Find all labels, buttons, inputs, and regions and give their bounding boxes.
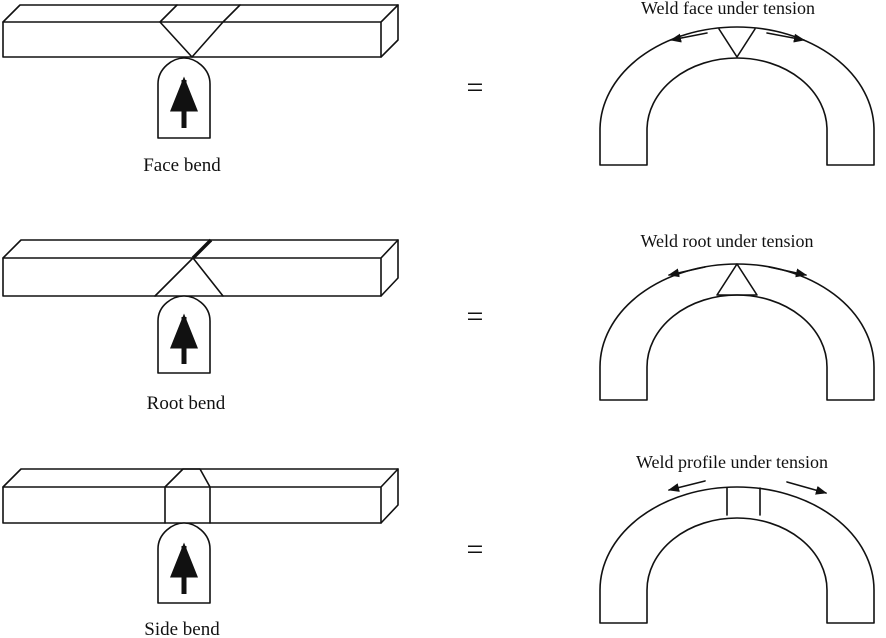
root-tension-label: Weld root under tension bbox=[640, 231, 813, 251]
side-bend-equals: = bbox=[467, 533, 484, 566]
root-bend-bent-specimen: Weld root under tension bbox=[599, 231, 875, 401]
side-bend-label: Side bend bbox=[144, 619, 220, 638]
weld-profile-band bbox=[164, 468, 211, 524]
face-tension-label: Weld face under tension bbox=[641, 0, 815, 18]
weld-root-triangle bbox=[716, 263, 758, 296]
root-bend-equals: = bbox=[467, 300, 484, 333]
face-bend-label: Face bend bbox=[143, 155, 221, 176]
face-bend-bent-specimen: Weld face under tension bbox=[599, 0, 875, 166]
face-bend-equals: = bbox=[467, 71, 484, 104]
face-bend-specimen bbox=[2, 4, 399, 58]
side-bend-row: Side bend = Weld profile under tension bbox=[2, 452, 875, 638]
root-bend-specimen bbox=[2, 238, 399, 297]
root-bend-label: Root bend bbox=[147, 393, 226, 414]
face-bend-row: Face bend = Weld face under tension bbox=[2, 0, 875, 176]
plunger-arrow-icon bbox=[157, 522, 211, 604]
weld-profile-strip bbox=[726, 487, 761, 516]
weld-groove-inverted-v bbox=[154, 257, 224, 297]
root-bend-row: Root bend = Weld root under tension bbox=[2, 231, 875, 414]
weld-face-v bbox=[718, 28, 756, 58]
side-bend-bent-specimen: Weld profile under tension bbox=[599, 452, 875, 624]
side-tension-label: Weld profile under tension bbox=[636, 452, 828, 472]
side-bend-specimen bbox=[2, 468, 399, 524]
weld-groove-v bbox=[159, 4, 241, 58]
plunger-arrow-icon bbox=[157, 295, 211, 374]
plunger-arrow-icon bbox=[157, 57, 211, 139]
